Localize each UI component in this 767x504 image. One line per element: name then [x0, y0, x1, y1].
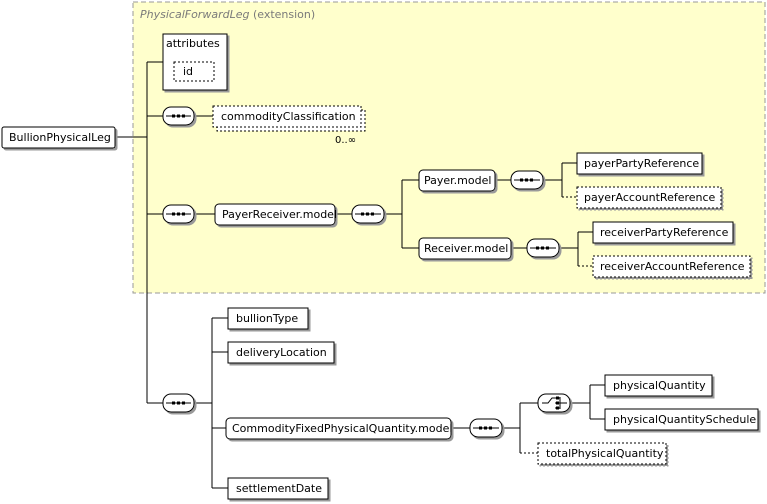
physical-quantity-schedule-label: physicalQuantitySchedule	[613, 413, 756, 426]
sequence-icon[interactable]	[162, 393, 195, 413]
attribute-id[interactable]: id	[173, 61, 215, 82]
element-physical-quantity-schedule[interactable]: physicalQuantitySchedule	[604, 408, 759, 431]
connector-lines	[115, 61, 605, 489]
commodity-classification-label: commodityClassification	[221, 110, 356, 123]
receiver-model-label: Receiver.model	[424, 242, 508, 255]
extension-suffix: (extension)	[253, 8, 315, 21]
choice-icon[interactable]	[537, 393, 571, 413]
sequence-icon[interactable]	[351, 204, 385, 224]
group-commodity-fixed-physical-quantity-model[interactable]: CommodityFixedPhysicalQuantity.model	[225, 417, 452, 440]
sequence-icon[interactable]	[469, 418, 503, 438]
sequence-icon[interactable]	[162, 204, 195, 224]
cfpq-label: CommodityFixedPhysicalQuantity.model	[232, 422, 452, 435]
root-element-bullion-physical-leg[interactable]: BullionPhysicalLeg	[1, 126, 116, 149]
attributes-title: attributes	[166, 37, 220, 50]
element-bullion-type[interactable]: bullionType	[227, 307, 309, 330]
payer-party-reference-label: payerPartyReference	[584, 157, 699, 170]
receiver-account-reference-label: receiverAccountReference	[600, 260, 745, 273]
physical-quantity-label: physicalQuantity	[613, 379, 706, 392]
element-total-physical-quantity[interactable]: totalPhysicalQuantity	[537, 442, 667, 465]
element-physical-quantity[interactable]: physicalQuantity	[604, 374, 713, 397]
element-payer-party-reference[interactable]: payerPartyReference	[576, 152, 703, 175]
element-commodity-classification[interactable]: commodityClassification 0..∞	[212, 105, 366, 146]
group-receiver-model[interactable]: Receiver.model	[418, 237, 512, 260]
element-receiver-party-reference[interactable]: receiverPartyReference	[592, 221, 734, 244]
sequence-icon[interactable]	[526, 238, 560, 258]
attribute-id-label: id	[183, 65, 193, 78]
total-physical-quantity-label: totalPhysicalQuantity	[546, 447, 664, 460]
root-label: BullionPhysicalLeg	[9, 131, 111, 144]
group-payer-receiver-model[interactable]: PayerReceiver.model	[214, 203, 337, 226]
payer-receiver-label: PayerReceiver.model	[222, 208, 337, 221]
sequence-icon[interactable]	[162, 106, 195, 126]
extension-type-name: PhysicalForwardLeg	[140, 8, 249, 21]
attributes-box: attributes id	[162, 33, 228, 91]
payer-account-reference-label: payerAccountReference	[584, 191, 716, 204]
settlement-date-label: settlementDate	[236, 482, 322, 495]
group-payer-model[interactable]: Payer.model	[418, 169, 496, 192]
element-payer-account-reference[interactable]: payerAccountReference	[576, 186, 722, 209]
delivery-location-label: deliveryLocation	[236, 346, 327, 359]
sequence-icon[interactable]	[510, 170, 544, 190]
element-receiver-account-reference[interactable]: receiverAccountReference	[592, 255, 751, 278]
payer-model-label: Payer.model	[424, 174, 491, 187]
element-delivery-location[interactable]: deliveryLocation	[227, 341, 335, 364]
cardinality-label: 0..∞	[335, 135, 356, 146]
bullion-type-label: bullionType	[236, 312, 298, 325]
extension-title: PhysicalForwardLeg (extension)	[140, 8, 315, 21]
element-settlement-date[interactable]: settlementDate	[227, 477, 329, 500]
receiver-party-reference-label: receiverPartyReference	[600, 226, 729, 239]
